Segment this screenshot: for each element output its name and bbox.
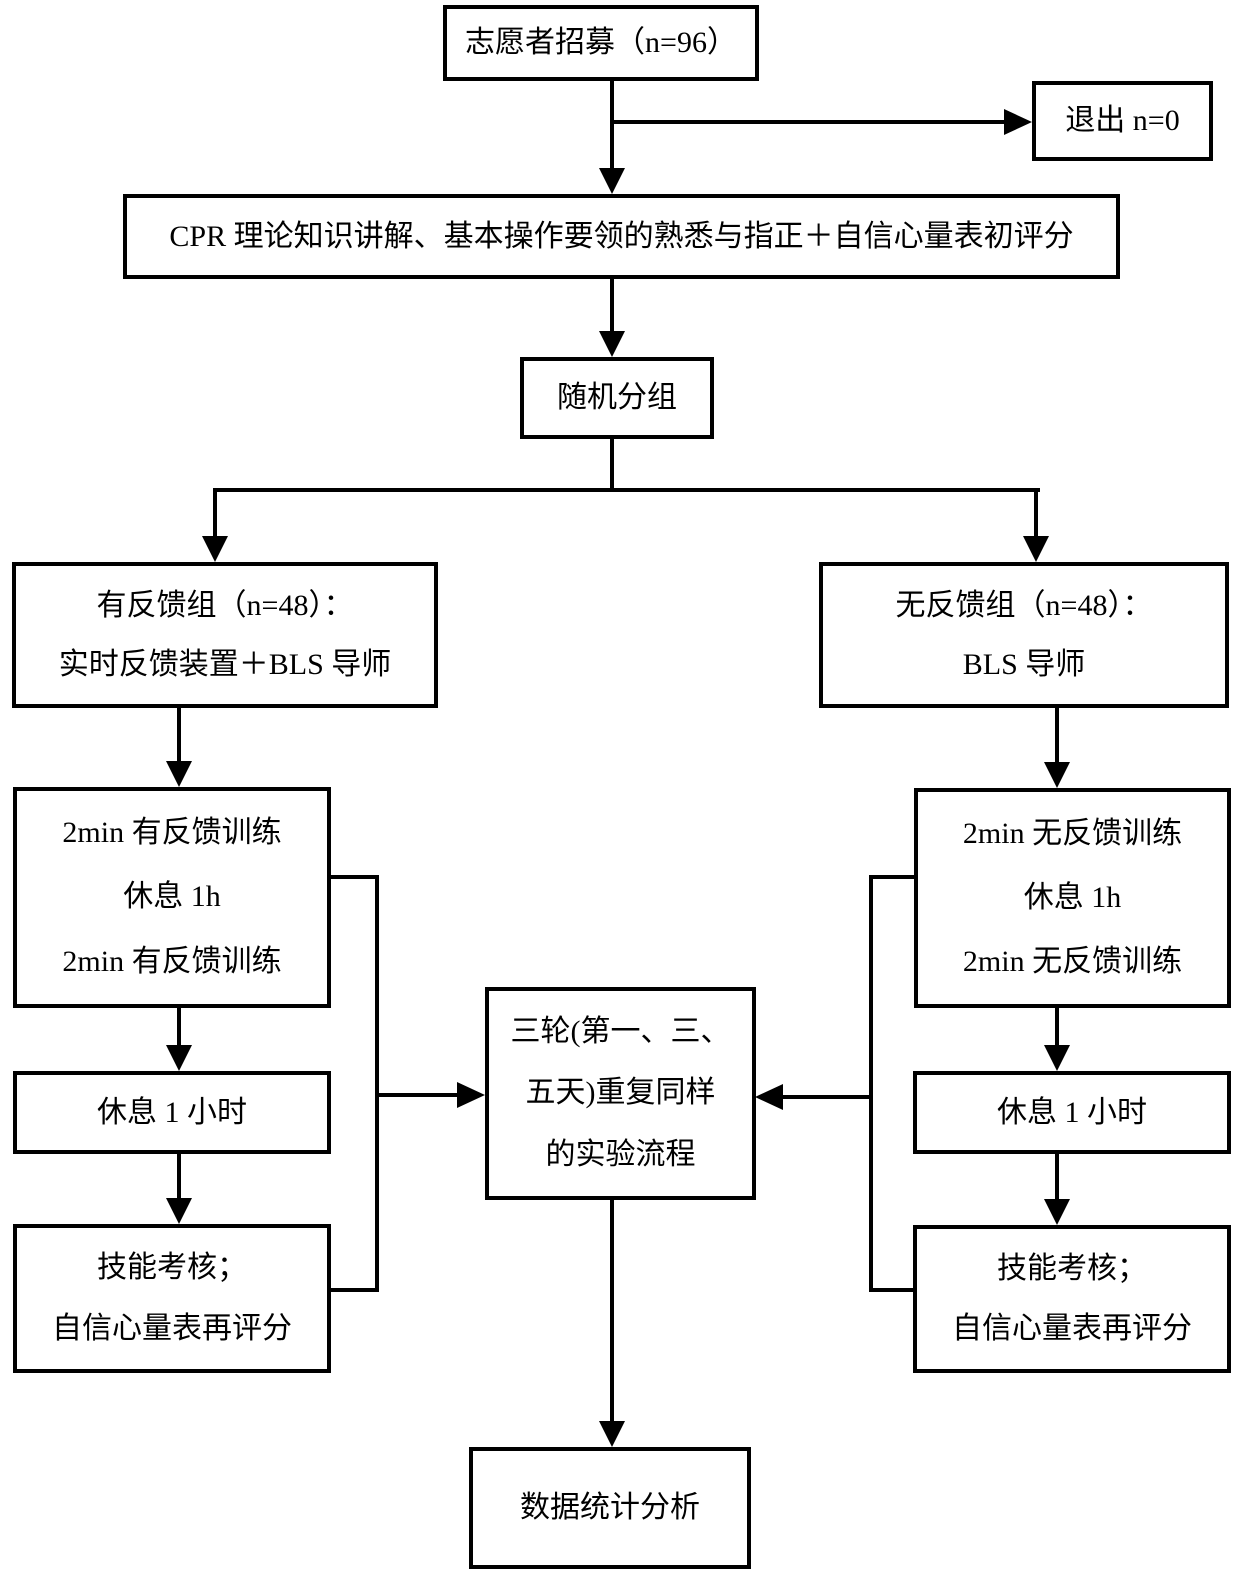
node-volunteer-recruitment: 志愿者招募（n=96）: [443, 5, 759, 81]
node-statistical-analysis: 数据统计分析: [469, 1447, 751, 1569]
connector-right-bracket-bottom-stub: [869, 1288, 913, 1292]
node-no-feedback-assessment: 技能考核； 自信心量表再评分: [913, 1225, 1231, 1373]
node-volunteer-recruitment-label: 志愿者招募（n=96）: [465, 26, 737, 59]
connector-nfbgroup-to-training-line: [1055, 708, 1059, 762]
node-no-feedback-group: 无反馈组（n=48）： BLS 导师: [819, 562, 1229, 708]
connector-fbrest-to-assessment-line: [177, 1154, 181, 1198]
connector-right-to-rounds-line: [781, 1095, 871, 1099]
node-no-feedback-training-line3: 2min 无反馈训练: [962, 945, 1183, 978]
node-feedback-group-line2: 实时反馈装置＋BLS 导师: [58, 647, 392, 681]
arrowhead-recruit-to-dropout: [1004, 109, 1032, 135]
arrowhead-rounds-to-analysis: [599, 1421, 625, 1447]
node-feedback-training-line3: 2min 有反馈训练: [62, 944, 282, 978]
arrowhead-nfbrest-to-assessment: [1044, 1199, 1070, 1225]
connector-left-bracket-bottom-stub: [331, 1288, 379, 1292]
node-no-feedback-assessment-line1: 技能考核；: [997, 1252, 1147, 1285]
connector-fbgroup-to-training-line: [177, 708, 181, 761]
node-three-rounds-repeat-line3: 的实验流程: [545, 1138, 696, 1172]
node-three-rounds-repeat: 三轮(第一、三、 五天)重复同样 的实验流程: [485, 987, 756, 1200]
node-feedback-assessment-line2: 自信心量表再评分: [52, 1311, 292, 1345]
connector-branch-horizontal-line: [213, 488, 1040, 492]
connector-nfbrest-to-assessment-line: [1055, 1154, 1059, 1199]
node-no-feedback-group-line2: BLS 导师: [962, 647, 1086, 681]
connector-recruit-to-dropout-line: [612, 120, 1006, 124]
connector-branch-left-line: [213, 488, 217, 536]
arrowhead-fbrest-to-assessment: [166, 1198, 192, 1224]
connector-rounds-to-analysis-line: [610, 1200, 614, 1421]
connector-recruit-to-cpr-line: [610, 81, 614, 170]
arrowhead-branch-to-no-feedback-group: [1023, 536, 1049, 562]
arrowhead-branch-to-feedback-group: [202, 536, 228, 562]
connector-cpr-to-random-line: [610, 278, 614, 333]
connector-random-stem-line: [610, 438, 614, 492]
arrowhead-right-to-rounds: [755, 1084, 783, 1110]
arrowhead-nfbgroup-to-training: [1044, 762, 1070, 788]
node-feedback-rest-1h-label: 休息 1 小时: [97, 1095, 247, 1129]
arrowhead-recruit-to-cpr: [599, 168, 625, 194]
connector-left-bracket-top-stub: [331, 875, 379, 879]
node-cpr-theory-intro-label: CPR 理论知识讲解、基本操作要领的熟悉与指正＋自信心量表初评分: [169, 219, 1074, 253]
arrowhead-left-to-rounds: [457, 1082, 485, 1108]
node-dropout: 退出 n=0: [1032, 81, 1213, 161]
node-no-feedback-rest-1h-label: 休息 1 小时: [997, 1095, 1147, 1129]
node-feedback-assessment: 技能考核； 自信心量表再评分: [13, 1224, 331, 1373]
node-randomization-label: 随机分组: [557, 381, 677, 414]
node-feedback-assessment-line1: 技能考核；: [97, 1251, 247, 1285]
node-feedback-rest-1h: 休息 1 小时: [13, 1071, 331, 1154]
node-feedback-training-line1: 2min 有反馈训练: [62, 816, 282, 850]
connector-branch-right-line: [1034, 488, 1038, 536]
arrowhead-fbgroup-to-training: [166, 761, 192, 787]
node-dropout-label: 退出 n=0: [1065, 104, 1180, 137]
connector-right-bracket-top-stub: [869, 875, 914, 879]
node-no-feedback-training: 2min 无反馈训练 休息 1h 2min 无反馈训练: [914, 788, 1231, 1008]
node-no-feedback-assessment-line2: 自信心量表再评分: [952, 1312, 1192, 1345]
connector-fbtraining-to-rest-line: [177, 1008, 181, 1045]
node-feedback-group-line1: 有反馈组（n=48）：: [96, 588, 354, 622]
node-statistical-analysis-label: 数据统计分析: [520, 1491, 700, 1524]
node-cpr-theory-intro: CPR 理论知识讲解、基本操作要领的熟悉与指正＋自信心量表初评分: [123, 194, 1120, 279]
arrowhead-nfbtraining-to-rest: [1044, 1045, 1070, 1071]
connector-left-to-rounds-line: [375, 1093, 459, 1097]
node-no-feedback-training-line2: 休息 1h: [1023, 881, 1122, 914]
node-no-feedback-group-line1: 无反馈组（n=48）：: [895, 588, 1153, 622]
arrowhead-cpr-to-random: [599, 331, 625, 357]
node-no-feedback-rest-1h: 休息 1 小时: [913, 1071, 1231, 1154]
connector-left-bracket-vertical: [375, 875, 379, 1292]
node-feedback-training: 2min 有反馈训练 休息 1h 2min 有反馈训练: [13, 787, 331, 1008]
node-feedback-training-line2: 休息 1h: [123, 880, 221, 914]
node-no-feedback-training-line1: 2min 无反馈训练: [962, 817, 1183, 850]
connector-nfbtraining-to-rest-line: [1055, 1008, 1059, 1045]
node-three-rounds-repeat-line2: 五天)重复同样: [525, 1076, 716, 1110]
node-feedback-group: 有反馈组（n=48）： 实时反馈装置＋BLS 导师: [12, 562, 438, 708]
connector-right-bracket-vertical: [869, 875, 873, 1292]
arrowhead-fbtraining-to-rest: [166, 1045, 192, 1071]
node-randomization: 随机分组: [520, 357, 714, 439]
node-three-rounds-repeat-line1: 三轮(第一、三、: [510, 1014, 731, 1048]
